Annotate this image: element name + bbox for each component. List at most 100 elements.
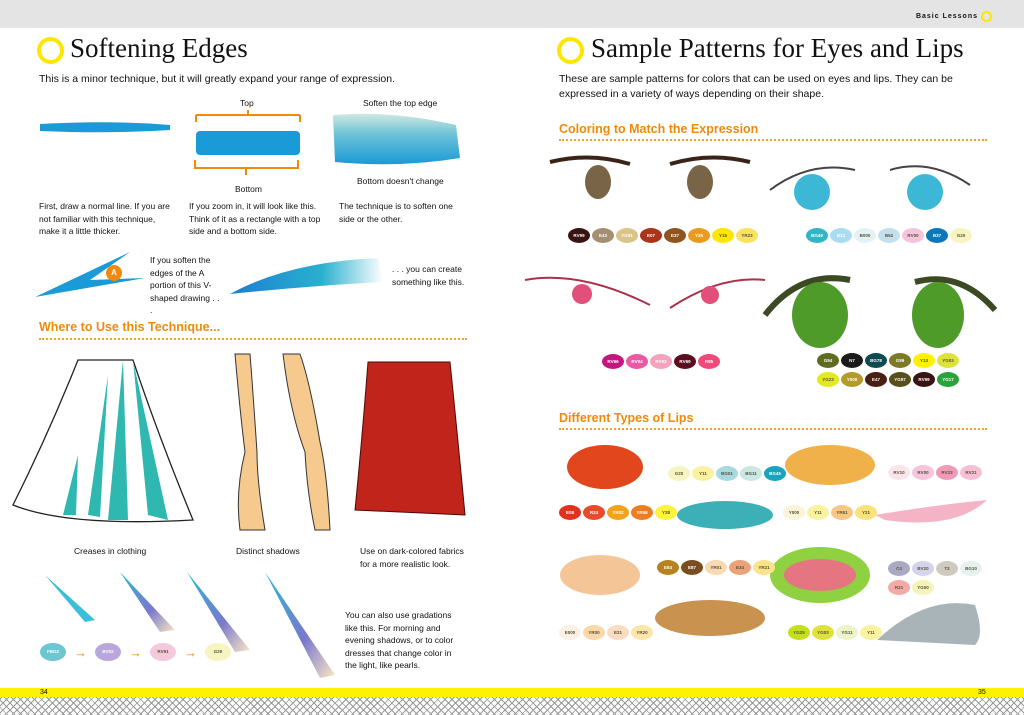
lips-red [567, 445, 643, 489]
marker-swatch-r24: R24 [583, 505, 605, 520]
normal-line-stroke [40, 122, 170, 133]
marker-swatch-rv10: RV10 [888, 465, 910, 480]
marker-swatch-e43: E43 [592, 228, 614, 243]
lips-pink [875, 500, 987, 523]
marker-swatch-bg78: BG78 [865, 353, 887, 368]
marker-swatch-e87: E87 [681, 560, 703, 575]
zoomed-rectangle-stroke [196, 131, 300, 155]
marker-swatch-y21: Y21 [855, 505, 877, 520]
marker-swatch-y11: Y11 [807, 505, 829, 520]
marker-swatch-y000: Y000 [841, 372, 863, 387]
marker-swatch-rv00: RV00 [912, 465, 934, 480]
marker-swatch-y15: Y15 [712, 228, 734, 243]
marker-swatch-y11: Y11 [860, 625, 882, 640]
marker-swatch-rv66: RV66 [602, 354, 624, 369]
label-soften-top: Soften the top edge [363, 98, 438, 108]
marker-swatch-yg91: YG91 [616, 228, 638, 243]
section-heading-eyes: Coloring to Match the Expression [559, 122, 759, 136]
label-bottom: Bottom [235, 184, 262, 194]
top-bracket [195, 110, 301, 122]
marker-swatch-g99: G99 [889, 353, 911, 368]
marker-swatch-rv23: RV23 [936, 465, 958, 480]
marker-swatch-yr68: YR68 [631, 505, 653, 520]
marker-swatch-rv91: RV91 [150, 643, 176, 661]
section-divider-eyes [559, 139, 987, 141]
marker-swatch-e21: E21 [607, 625, 629, 640]
label-top: Top [240, 98, 254, 108]
marker-swatch-yr21: YR21 [753, 560, 775, 575]
lips-peach [560, 555, 640, 595]
eye-illustrations [524, 155, 998, 348]
section-divider [39, 338, 467, 340]
marker-swatch-rv00: RV00 [902, 228, 924, 243]
marker-swatch-b12: B12 [830, 228, 852, 243]
marker-swatch-b37: B37 [926, 228, 948, 243]
gradation-swatch-row: FBG2→BV02→RV91→G20 [40, 643, 231, 661]
running-head: Basic Lessons [915, 13, 978, 20]
title-ring-icon [37, 37, 64, 64]
caption-step1: First, draw a normal line. If you are no… [39, 201, 170, 236]
brown-eyes [549, 155, 751, 199]
marker-swatch-rv04: RV04 [626, 354, 648, 369]
marker-swatch-rv69: RV69 [674, 354, 696, 369]
page-number-left: 34 [40, 689, 48, 696]
section-heading-where: Where to Use this Technique... [39, 320, 221, 334]
caption-result: . . . you can create something like this… [392, 264, 465, 287]
marker-swatch-rv99: RV99 [568, 228, 590, 243]
ring-icon [981, 11, 992, 22]
v-shape-stroke [33, 252, 145, 298]
blue-eyes [769, 165, 971, 210]
marker-swatch-rv99: RV99 [913, 372, 935, 387]
page-title-right: Sample Patterns for Eyes and Lips [591, 33, 964, 63]
marker-swatch-e08: E08 [559, 505, 581, 520]
intro-text: This is a minor technique, but it will g… [39, 73, 396, 85]
top-bar [0, 0, 1024, 28]
marker-swatch-e84: E84 [657, 560, 679, 575]
marker-swatch-bv02: BV02 [95, 643, 121, 661]
gradation-strokes [45, 572, 335, 678]
marker-swatch-yg25: YG25 [788, 625, 810, 640]
marker-swatch-yg03: YG03 [937, 353, 959, 368]
marker-swatch-e07: E07 [640, 228, 662, 243]
page-title: Softening Edges [70, 33, 248, 63]
marker-swatch-yr61: YR61 [831, 505, 853, 520]
title-ring-icon-right [557, 37, 584, 64]
section-heading-lips: Different Types of Lips [559, 411, 694, 425]
caption-step3: The technique is to soften one side or t… [339, 201, 453, 224]
marker-swatch-g94: G94 [817, 353, 839, 368]
marker-swatch-bg01: BG01 [716, 466, 738, 481]
marker-swatch-r21: R21 [888, 580, 910, 595]
marker-swatch-r85: R85 [698, 354, 720, 369]
marker-swatch-e37: E37 [664, 228, 686, 243]
marker-swatch-y28: Y28 [655, 505, 677, 520]
gradation-text: You can also use gradations like this. F… [345, 610, 454, 670]
marker-swatch-y26: Y26 [688, 228, 710, 243]
green-eyes [762, 275, 998, 348]
softened-stroke [333, 113, 460, 165]
marker-swatch-yg03: YG03 [812, 625, 834, 640]
marker-swatch-yg97: YG97 [889, 372, 911, 387]
arrow-icon: → [129, 644, 142, 660]
dress-illustration [12, 359, 194, 523]
marker-swatch-y11: Y11 [692, 466, 714, 481]
marker-swatch-yr00: YR00 [583, 625, 605, 640]
marker-swatch-bg49: BG49 [806, 228, 828, 243]
caption-v-shape: If you soften the edges of the A portion… [150, 255, 220, 315]
marker-swatch-g20: G20 [668, 466, 690, 481]
marker-swatch-c4: C4 [888, 561, 910, 576]
section-divider-lips [559, 428, 987, 430]
marker-swatch-yg17: YG17 [937, 372, 959, 387]
marker-swatch-yg11: YG11 [836, 625, 858, 640]
marker-swatch-b000: B000 [854, 228, 876, 243]
caption-shadows: Distinct shadows [236, 546, 300, 556]
marker-swatch-yr01: YR01 [705, 560, 727, 575]
